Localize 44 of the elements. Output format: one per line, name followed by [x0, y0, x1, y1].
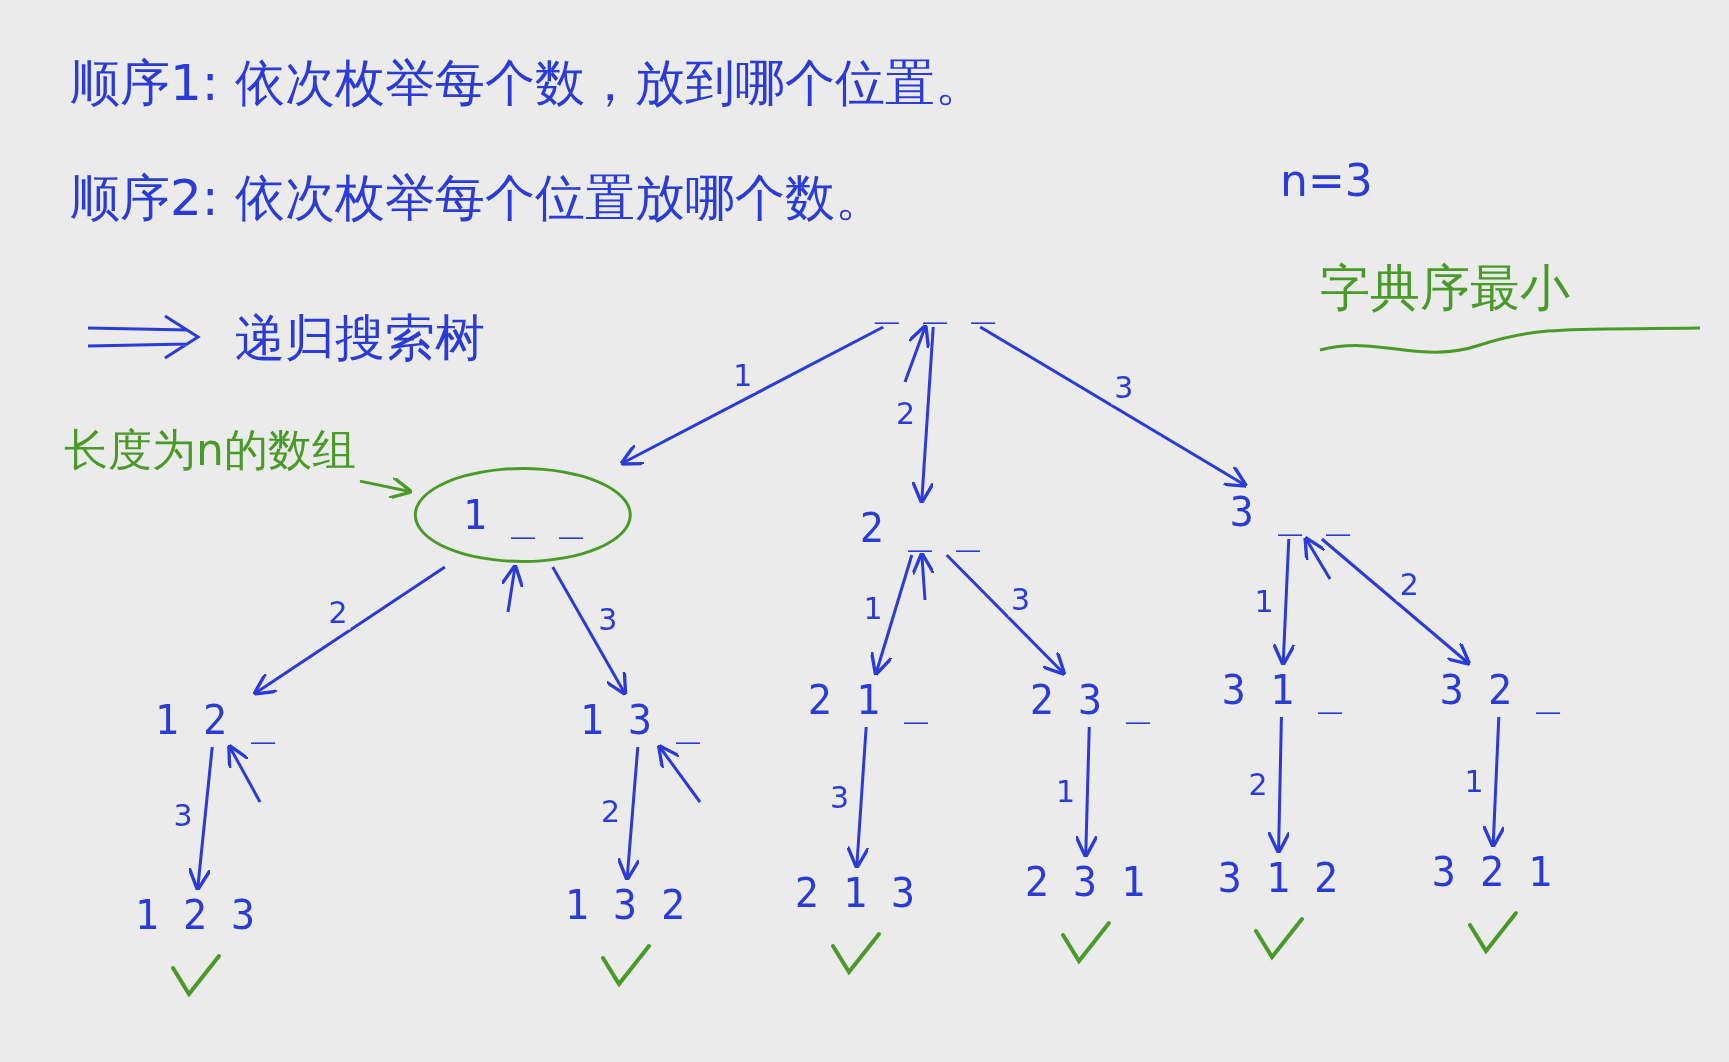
arrow: [359, 475, 414, 500]
backtrack-arrow: [911, 551, 936, 601]
note-text: 顺序2: 依次枚举每个位置放哪个数。: [70, 168, 885, 229]
backtrack-arrow: [227, 743, 262, 803]
slot-array: 1 2 _: [154, 697, 276, 743]
arrow: [252, 565, 446, 696]
arrow: [1074, 726, 1099, 859]
slot-array: 2 3 _: [1029, 677, 1151, 723]
backtrack-arrow: [903, 323, 931, 383]
backtrack-arrow: [656, 743, 702, 803]
slot-array: 3 1 _: [1221, 667, 1343, 713]
arrow: [869, 554, 914, 677]
arrow: [945, 553, 1067, 677]
slot-array: 1 3 2: [564, 882, 686, 928]
arrow: [1271, 538, 1297, 667]
slot-array: 2 _ _: [859, 505, 981, 551]
parameter-label: n=3: [1280, 155, 1373, 206]
slot-array: 2 1 3: [794, 870, 916, 916]
arrow: [1481, 716, 1507, 849]
backtrack-arrow: [500, 563, 525, 613]
arrow: [1320, 537, 1472, 667]
note-text: 字典序最小: [1320, 258, 1570, 319]
arrow: [845, 726, 871, 870]
arrow: [187, 746, 214, 892]
slot-array: 2 3 1: [1024, 859, 1146, 905]
slot-array: 1 2 3: [134, 892, 256, 938]
arrow: [616, 746, 641, 882]
slot-array: 3 2 1: [1431, 849, 1553, 895]
arrow: [551, 566, 628, 697]
slot-array: 3 2 _: [1439, 667, 1561, 713]
slot-array: 2 1 _: [807, 677, 929, 723]
slot-array: 3 1 2: [1217, 855, 1339, 901]
slot-array: _ _ _: [874, 277, 996, 323]
slot-array: 1 3 _: [579, 697, 701, 743]
arrow: [1266, 716, 1292, 855]
note-text: 顺序1: 依次枚举每个数，放到哪个位置。: [70, 53, 985, 114]
backtrack-arrow: [1303, 535, 1332, 580]
arrow: [979, 325, 1249, 488]
slot-array: 3 _ _: [1229, 489, 1351, 535]
arrow: [910, 326, 936, 505]
arrow: [619, 325, 884, 466]
heading-text: 递归搜索树: [235, 308, 485, 369]
annotation-text: 长度为n的数组: [64, 420, 356, 480]
circled-slot-array: 1 _ _: [413, 467, 633, 563]
